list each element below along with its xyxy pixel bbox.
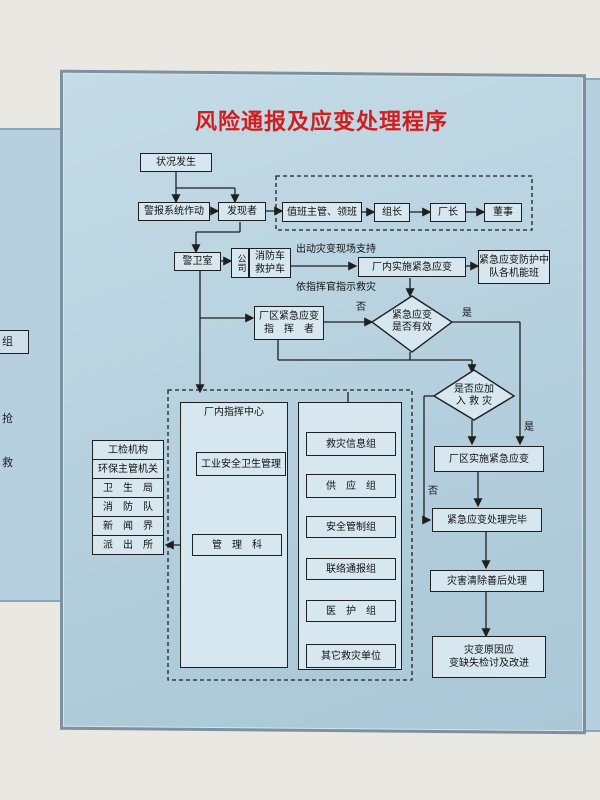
left-board-box: 组 <box>0 330 29 354</box>
info-group-node: 救灾信息组 <box>306 432 396 456</box>
company-node: 公司 <box>231 248 249 278</box>
agency-item: 工检机构 <box>92 440 164 460</box>
ehs-management-node: 工业安全卫生管理 <box>196 452 286 476</box>
command-center-title: 厂内指挥中心 <box>204 407 264 418</box>
ambulance-label: 救护车 <box>255 264 285 275</box>
join-rescue-decision-diamond <box>432 369 516 421</box>
fire-truck-label: 消防车 <box>255 251 285 262</box>
other-units-node: 其它救灾单位 <box>306 644 396 668</box>
join-rescue-line-1: 是否应加 <box>454 384 494 395</box>
chairman-node: 董事 <box>484 203 522 222</box>
liaison-group-node: 联络通报组 <box>306 558 396 580</box>
effective-question-label: 紧急应变 是否有效 <box>392 310 432 334</box>
aftermath-node: 灾害清除善后处理 <box>430 570 544 592</box>
left-board-text: 抢 <box>2 412 13 425</box>
fire-ambulance-node: 消防车 救护车 <box>249 248 291 278</box>
supply-group-node: 供 应 组 <box>306 474 396 498</box>
yes-label: 是 <box>462 308 472 319</box>
management-dept-node: 管 理 科 <box>192 534 282 556</box>
team-leader-node: 组长 <box>374 203 410 222</box>
guard-room-node: 警卫室 <box>174 252 221 271</box>
emergency-done-node: 紧急应变处理完毕 <box>432 508 542 532</box>
command-dashed-group <box>167 389 413 681</box>
board-title: 风险通报及应变处理程序 <box>195 109 449 135</box>
alarm-system-node: 警报系统作动 <box>138 202 210 221</box>
external-agencies-list: 工检机构 环保主管机关 卫 生 局 消 防 队 新 闻 界 派 出 所 <box>92 440 164 555</box>
agency-item: 卫 生 局 <box>92 478 164 498</box>
protection-team-node: 紧急应变防护中队各机能班 <box>478 250 550 284</box>
no-label: 否 <box>356 302 366 313</box>
review-line-2: 变缺失检讨及改进 <box>449 658 529 669</box>
security-group-node: 安全管制组 <box>306 516 396 538</box>
area-emergency-node: 厂区实施紧急应变 <box>434 446 544 472</box>
incident-node: 状况发生 <box>140 153 212 172</box>
no-label: 否 <box>428 486 438 497</box>
agency-item: 派 出 所 <box>92 535 164 555</box>
plant-emergency-node: 厂内实施紧急应变 <box>358 257 466 277</box>
rescue-command-edge-label: 依指挥官指示救灾 <box>296 282 376 293</box>
discoverer-node: 发现者 <box>218 202 266 221</box>
agency-item: 新 闻 界 <box>92 516 164 536</box>
left-board-text: 组 <box>2 335 13 348</box>
left-board-text: 救 <box>2 456 13 469</box>
effective-question-line-1: 紧急应变 <box>392 310 432 321</box>
management-dashed-group <box>275 175 533 231</box>
yes-label: 是 <box>524 422 534 433</box>
agency-item: 环保主管机关 <box>92 459 164 479</box>
area-commander-node: 厂区紧急应变 指 挥 者 <box>254 306 324 340</box>
agency-item: 消 防 队 <box>92 497 164 517</box>
medical-group-node: 医 护 组 <box>306 600 396 622</box>
effective-decision-diamond <box>370 295 454 353</box>
area-commander-line-1: 厂区紧急应变 <box>259 311 319 322</box>
review-node: 灾变原因应 变缺失检讨及改进 <box>432 636 546 678</box>
shift-supervisor-node: 值班主管、领班 <box>282 202 362 222</box>
support-edge-label: 出动灾变现场支持 <box>296 244 376 255</box>
review-line-1: 灾变原因应 <box>464 645 514 656</box>
plant-manager-node: 厂长 <box>430 203 466 222</box>
effective-question-line-2: 是否有效 <box>392 322 432 333</box>
join-rescue-question-label: 是否应加 入 救 灾 <box>454 384 494 408</box>
area-commander-line-2: 指 挥 者 <box>264 324 314 335</box>
join-rescue-line-2: 入 救 灾 <box>455 396 493 407</box>
